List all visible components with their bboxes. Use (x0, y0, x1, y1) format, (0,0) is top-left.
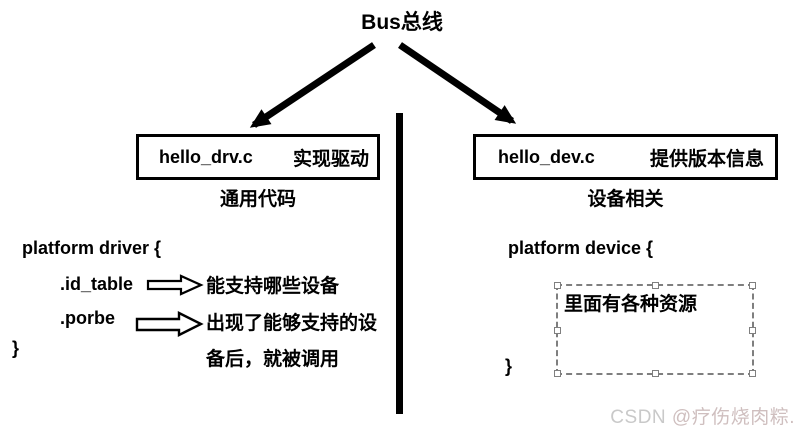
selection-handle[interactable] (554, 282, 561, 289)
device-file-desc: 提供版本信息 (649, 148, 764, 170)
selection-handle[interactable] (554, 327, 561, 334)
selection-handle[interactable] (652, 282, 659, 289)
driver-file-name: hello_drv.c (159, 146, 253, 167)
id-table-block-arrow-icon (146, 274, 204, 296)
selection-handle[interactable] (749, 282, 756, 289)
probe-note-line2: 备后，就被调用 (206, 349, 340, 370)
bus-title: Bus总线 (361, 11, 443, 34)
driver-member-probe: .porbe (60, 308, 116, 328)
driver-member-id-table: .id_table (60, 274, 134, 294)
probe-block-arrow-icon (135, 311, 204, 337)
driver-caption: 通用代码 (219, 189, 296, 210)
id-table-note: 能支持哪些设备 (206, 276, 340, 297)
selection-handle[interactable] (749, 327, 756, 334)
driver-struct-header: platform driver { (22, 238, 162, 258)
driver-struct-footer: } (12, 338, 20, 358)
device-struct-footer: } (505, 356, 513, 376)
watermark: CSDN @疗伤烧肉粽. (610, 402, 795, 429)
watermark-author: @疗伤烧肉粽. (671, 407, 795, 428)
device-struct-header: platform device { (508, 238, 654, 258)
device-file-box: hello_dev.c 提供版本信息 (473, 134, 778, 180)
driver-file-desc: 实现驱动 (292, 148, 369, 170)
arrow-to-driver-icon (249, 42, 376, 128)
selection-handle[interactable] (554, 370, 561, 377)
watermark-brand: CSDN (610, 407, 672, 428)
divider-line (396, 113, 403, 414)
driver-file-box: hello_drv.c 实现驱动 (136, 134, 380, 180)
device-file-name: hello_dev.c (498, 146, 595, 167)
arrow-to-device-icon (398, 42, 517, 124)
device-caption: 设备相关 (587, 189, 664, 210)
selection-handle[interactable] (749, 370, 756, 377)
resource-selection-box[interactable]: 里面有各种资源 (554, 282, 756, 377)
selection-handle[interactable] (652, 370, 659, 377)
probe-note-line1: 出现了能够支持的设 (206, 313, 378, 334)
resource-note: 里面有各种资源 (564, 294, 698, 315)
